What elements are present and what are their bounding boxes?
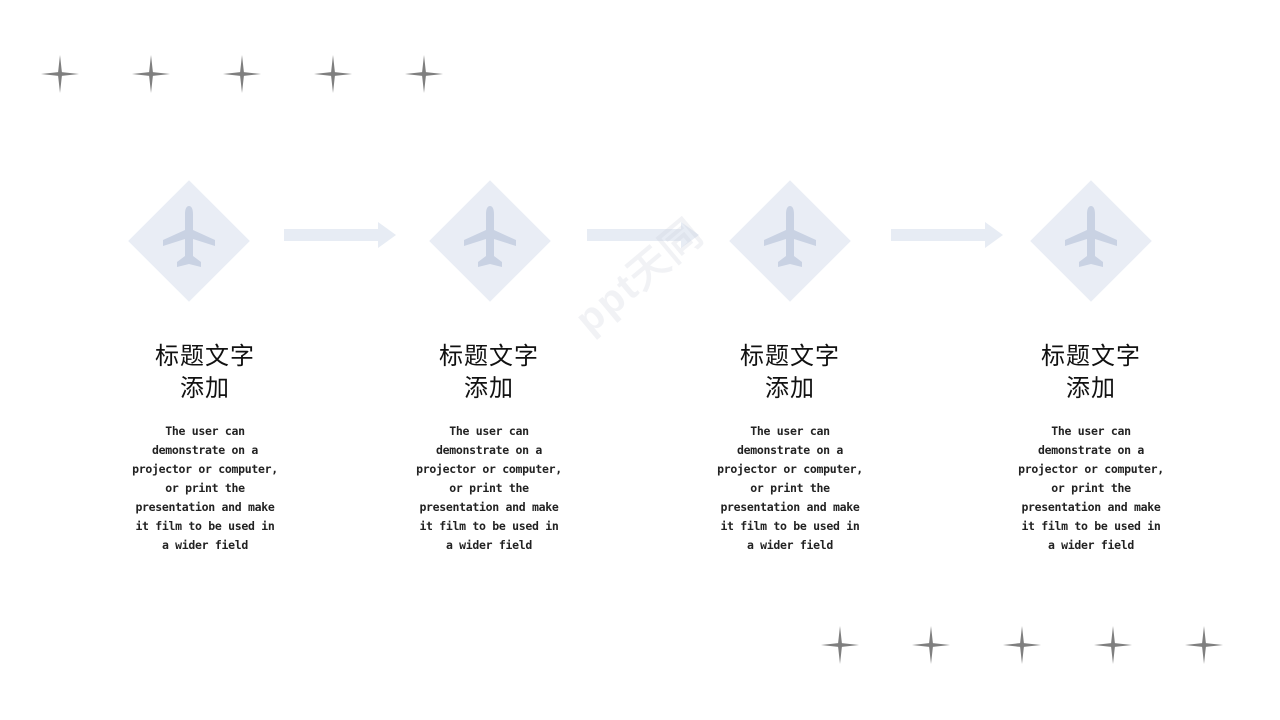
arrow-right-icon — [891, 222, 1003, 248]
four-point-star-icon — [1094, 626, 1132, 664]
step-3-plane-icon — [729, 180, 851, 302]
step-1-plane-icon — [128, 180, 250, 302]
top-sparkle-row — [41, 55, 443, 93]
step-3-text: 标题文字 添加 The user can demonstrate on a pr… — [690, 340, 890, 555]
step-1-description: The user can demonstrate on a projector … — [132, 424, 278, 552]
step-2-plane-icon — [429, 180, 551, 302]
arrow-right-icon — [587, 222, 699, 248]
airplane-icon — [464, 206, 516, 267]
step-2-text: 标题文字 添加 The user can demonstrate on a pr… — [389, 340, 589, 555]
step-4-description: The user can demonstrate on a projector … — [1018, 424, 1164, 552]
four-point-star-icon — [912, 626, 950, 664]
airplane-icon — [1065, 206, 1117, 267]
step-2-title: 标题文字 添加 — [439, 342, 539, 402]
bottom-sparkle-row — [821, 626, 1223, 664]
four-point-star-icon — [1003, 626, 1041, 664]
step-1-title: 标题文字 添加 — [155, 342, 255, 402]
step-3-title: 标题文字 添加 — [740, 342, 840, 402]
four-point-star-icon — [405, 55, 443, 93]
four-point-star-icon — [132, 55, 170, 93]
step-1-text: 标题文字 添加 The user can demonstrate on a pr… — [105, 340, 305, 555]
step-4-text: 标题文字 添加 The user can demonstrate on a pr… — [991, 340, 1191, 555]
four-point-star-icon — [314, 55, 352, 93]
four-point-star-icon — [821, 626, 859, 664]
arrow-right-icon — [284, 222, 396, 248]
airplane-icon — [163, 206, 215, 267]
step-4-plane-icon — [1030, 180, 1152, 302]
step-3-description: The user can demonstrate on a projector … — [717, 424, 863, 552]
four-point-star-icon — [223, 55, 261, 93]
step-4-title: 标题文字 添加 — [1041, 342, 1141, 402]
airplane-icon — [764, 206, 816, 267]
step-2-description: The user can demonstrate on a projector … — [416, 424, 562, 552]
four-point-star-icon — [1185, 626, 1223, 664]
four-point-star-icon — [41, 55, 79, 93]
